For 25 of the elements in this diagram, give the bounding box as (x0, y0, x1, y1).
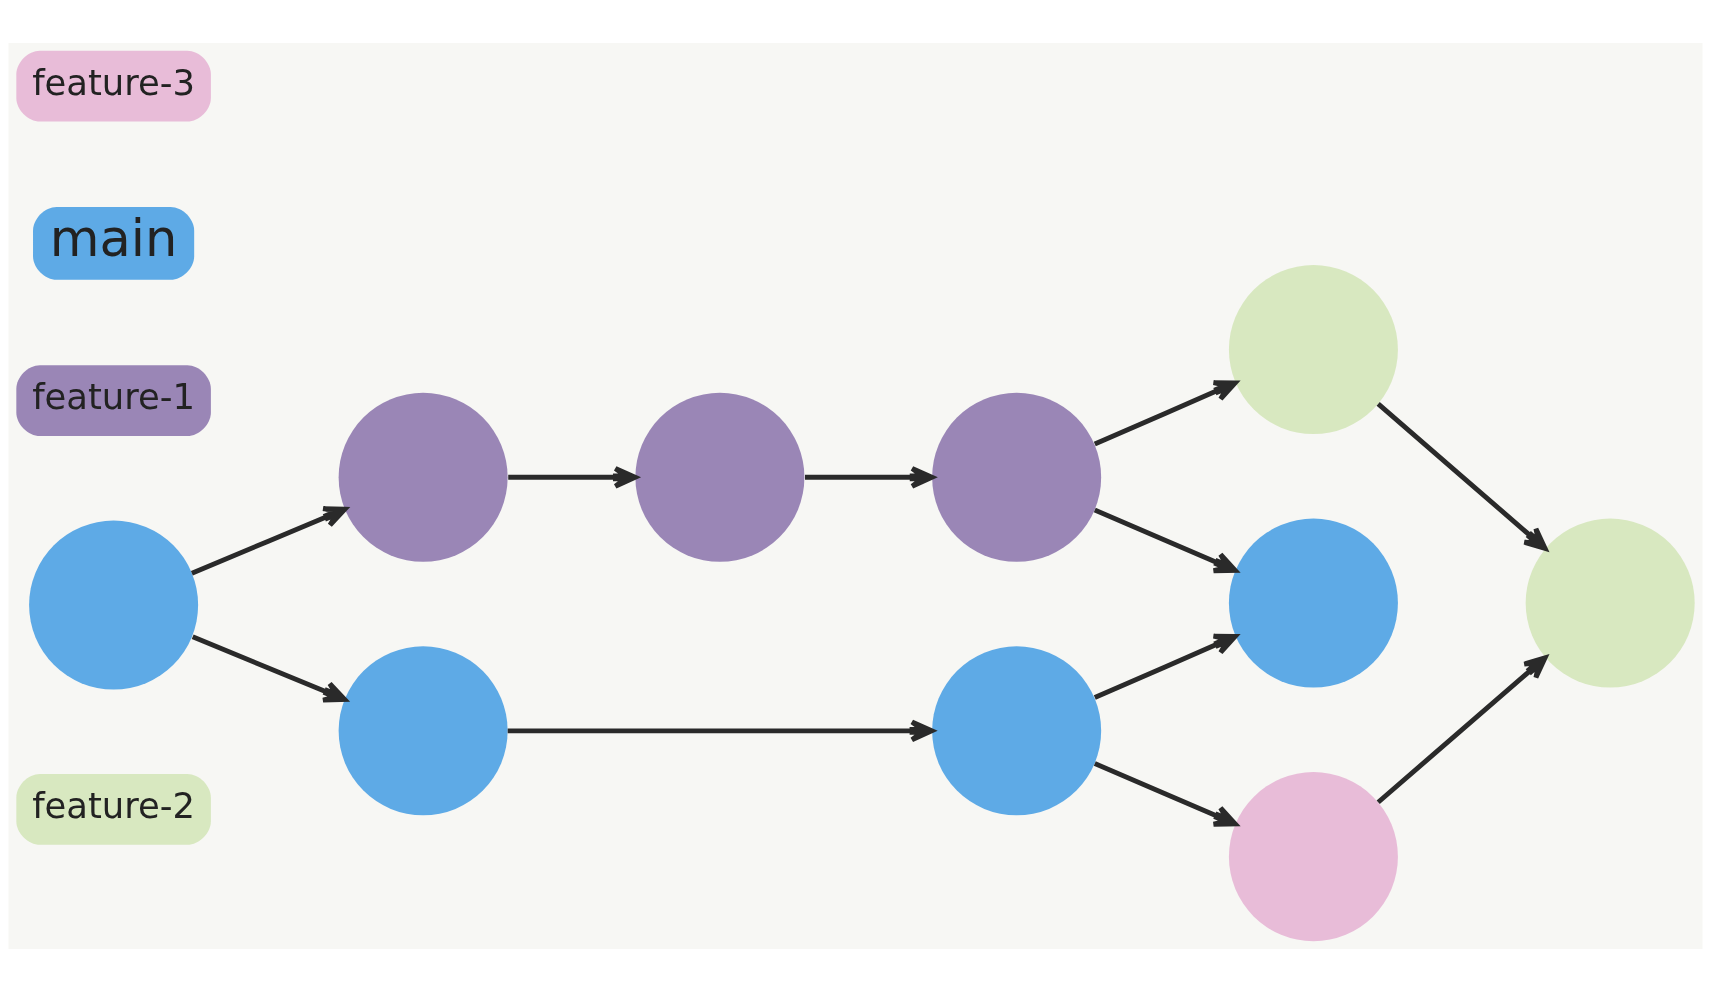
node-circle (1228, 772, 1398, 942)
node-box: feature-2 (16, 774, 211, 845)
node-circle (338, 646, 508, 816)
arrow (508, 466, 638, 489)
arrow (805, 466, 935, 489)
node-circle (29, 520, 199, 690)
node-box: feature-3 (16, 50, 211, 122)
node-circle (932, 646, 1102, 816)
arrow (1093, 507, 1238, 574)
node-circle (1228, 265, 1398, 435)
node-circle (338, 392, 508, 562)
node-circle (1525, 518, 1695, 688)
node-circle (635, 392, 805, 562)
arrow (191, 634, 348, 703)
arrow (1093, 380, 1238, 447)
node-circle (932, 392, 1102, 562)
node-circle (1228, 518, 1398, 688)
node-box: main (33, 207, 195, 280)
arrow (507, 719, 935, 743)
arrow (1093, 761, 1238, 827)
arrow (1093, 633, 1238, 700)
arrow (1376, 402, 1548, 551)
arrow (1376, 655, 1548, 805)
node-box: feature-1 (16, 365, 211, 437)
arrow (190, 506, 348, 576)
